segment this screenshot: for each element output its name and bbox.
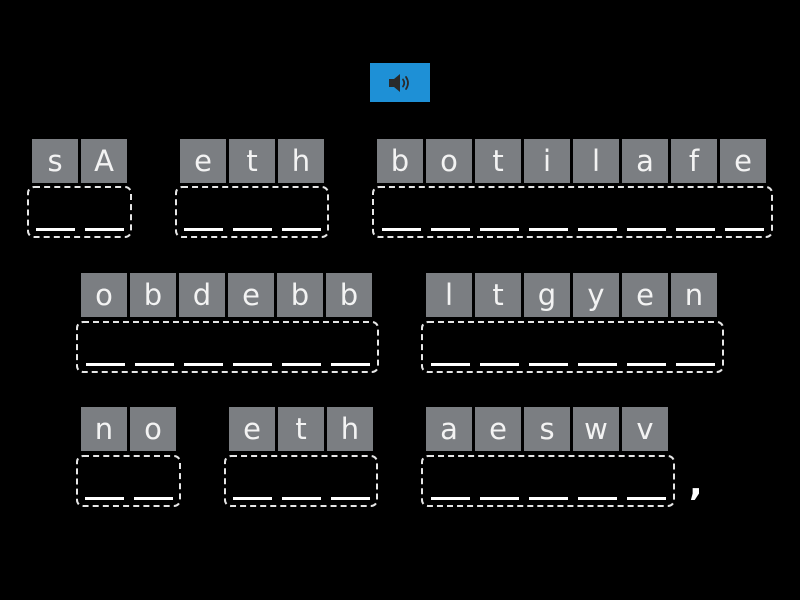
answer-dropzone-4[interactable] bbox=[76, 321, 379, 373]
letter-tile[interactable]: e bbox=[720, 139, 766, 183]
letter-slot bbox=[85, 363, 125, 366]
word-6: n o bbox=[81, 407, 176, 451]
letter-tile[interactable]: t bbox=[475, 273, 521, 317]
answer-dropzone-8[interactable] bbox=[421, 455, 675, 507]
letter-slot bbox=[183, 363, 223, 366]
letter-slot bbox=[528, 363, 568, 366]
letter-tile[interactable]: d bbox=[179, 273, 225, 317]
sentence-comma: , bbox=[689, 463, 703, 504]
letter-slot bbox=[84, 497, 124, 500]
letter-tile[interactable]: e bbox=[228, 273, 274, 317]
letter-slot bbox=[134, 363, 174, 366]
letter-slot bbox=[232, 363, 272, 366]
letter-slot bbox=[330, 497, 370, 500]
answer-dropzone-1[interactable] bbox=[27, 186, 132, 238]
letter-tile[interactable]: y bbox=[573, 273, 619, 317]
letter-slot bbox=[430, 228, 470, 231]
letter-slot bbox=[232, 497, 272, 500]
letter-slot bbox=[183, 228, 223, 231]
letter-slot bbox=[675, 363, 715, 366]
letter-tile[interactable]: o bbox=[130, 407, 176, 451]
letter-tile[interactable]: g bbox=[524, 273, 570, 317]
speaker-icon bbox=[389, 73, 409, 92]
letter-slot bbox=[577, 228, 617, 231]
letter-slot bbox=[724, 228, 764, 231]
letter-slot bbox=[281, 228, 321, 231]
answer-dropzone-6[interactable] bbox=[76, 455, 181, 507]
word-1: s A bbox=[32, 139, 127, 183]
letter-slot bbox=[528, 228, 568, 231]
letter-slot bbox=[626, 497, 666, 500]
letter-slot bbox=[430, 363, 470, 366]
letter-tile[interactable]: w bbox=[573, 407, 619, 451]
letter-tile[interactable]: A bbox=[81, 139, 127, 183]
letter-tile[interactable]: l bbox=[426, 273, 472, 317]
letter-tile[interactable]: b bbox=[326, 273, 372, 317]
letter-tile[interactable]: a bbox=[622, 139, 668, 183]
letter-slot bbox=[381, 228, 421, 231]
word-5: l t g y e n bbox=[426, 273, 717, 317]
letter-tile[interactable]: f bbox=[671, 139, 717, 183]
letter-slot bbox=[479, 228, 519, 231]
letter-slot bbox=[281, 497, 321, 500]
letter-slot bbox=[133, 497, 173, 500]
letter-tile[interactable]: h bbox=[327, 407, 373, 451]
letter-tile[interactable]: o bbox=[81, 273, 127, 317]
letter-tile[interactable]: s bbox=[524, 407, 570, 451]
letter-slot bbox=[626, 363, 666, 366]
letter-tile[interactable]: v bbox=[622, 407, 668, 451]
answer-dropzone-7[interactable] bbox=[224, 455, 378, 507]
letter-tile[interactable]: b bbox=[377, 139, 423, 183]
letter-slot bbox=[84, 228, 124, 231]
letter-tile[interactable]: t bbox=[278, 407, 324, 451]
word-7: e t h bbox=[229, 407, 373, 451]
letter-slot bbox=[577, 497, 617, 500]
letter-tile[interactable]: e bbox=[180, 139, 226, 183]
letter-slot bbox=[626, 228, 666, 231]
letter-tile[interactable]: n bbox=[81, 407, 127, 451]
word-2: e t h bbox=[180, 139, 324, 183]
answer-dropzone-3[interactable] bbox=[372, 186, 773, 238]
letter-tile[interactable]: e bbox=[475, 407, 521, 451]
letter-slot bbox=[35, 228, 75, 231]
letter-tile[interactable]: s bbox=[32, 139, 78, 183]
letter-slot bbox=[675, 228, 715, 231]
letter-tile[interactable]: l bbox=[573, 139, 619, 183]
word-3: b o t i l a f e bbox=[377, 139, 766, 183]
letter-slot bbox=[232, 228, 272, 231]
letter-tile[interactable]: h bbox=[278, 139, 324, 183]
letter-slot bbox=[430, 497, 470, 500]
word-4: o b d e b b bbox=[81, 273, 372, 317]
letter-tile[interactable]: t bbox=[229, 139, 275, 183]
letter-tile[interactable]: b bbox=[277, 273, 323, 317]
answer-dropzone-2[interactable] bbox=[175, 186, 329, 238]
letter-tile[interactable]: n bbox=[671, 273, 717, 317]
play-audio-button[interactable] bbox=[370, 63, 430, 102]
letter-slot bbox=[479, 363, 519, 366]
letter-tile[interactable]: b bbox=[130, 273, 176, 317]
letter-tile[interactable]: t bbox=[475, 139, 521, 183]
letter-tile[interactable]: e bbox=[229, 407, 275, 451]
letter-tile[interactable]: o bbox=[426, 139, 472, 183]
letter-tile[interactable]: e bbox=[622, 273, 668, 317]
word-8: a e s w v bbox=[426, 407, 668, 451]
letter-slot bbox=[330, 363, 370, 366]
letter-tile[interactable]: i bbox=[524, 139, 570, 183]
answer-dropzone-5[interactable] bbox=[421, 321, 724, 373]
letter-slot bbox=[479, 497, 519, 500]
letter-slot bbox=[528, 497, 568, 500]
letter-slot bbox=[281, 363, 321, 366]
letter-tile[interactable]: a bbox=[426, 407, 472, 451]
letter-slot bbox=[577, 363, 617, 366]
